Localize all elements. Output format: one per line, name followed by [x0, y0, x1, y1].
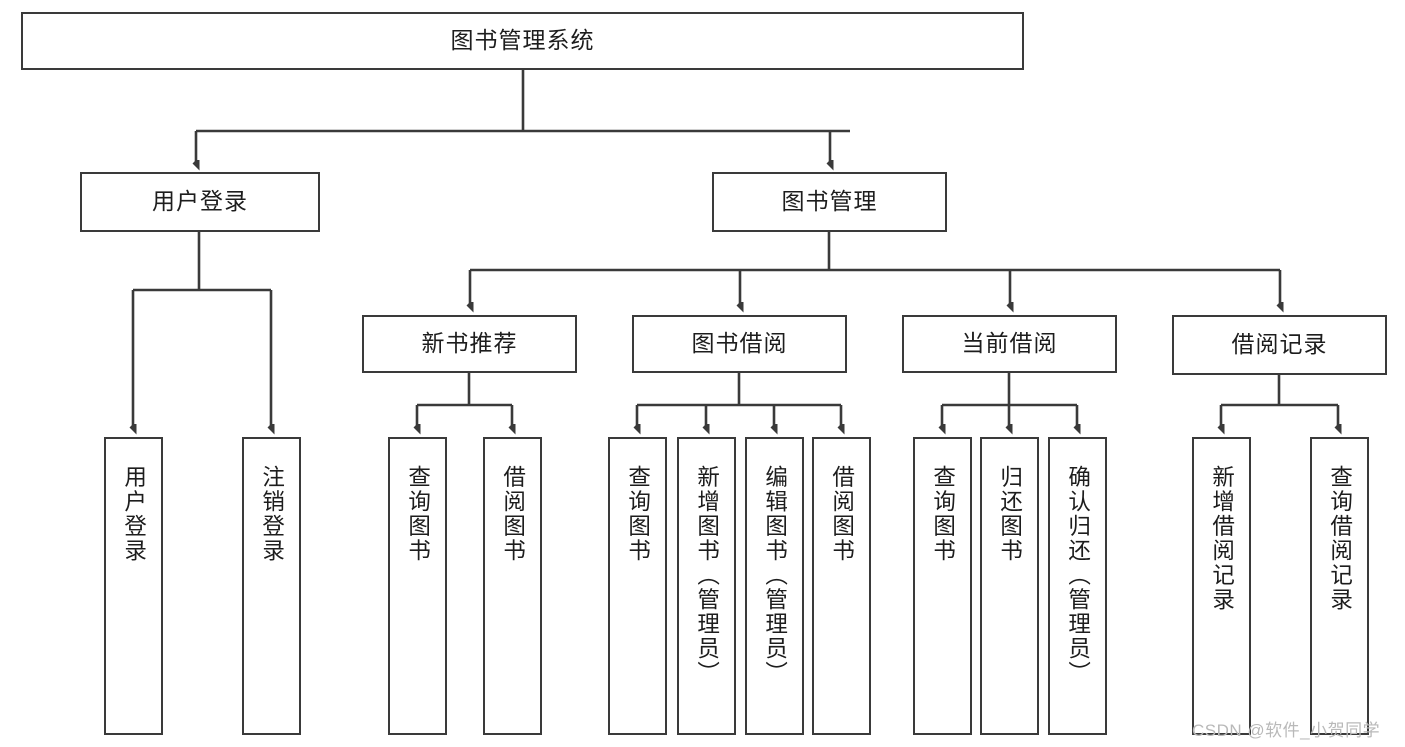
leaf-logout-login[interactable]: 注销登录 [242, 437, 301, 735]
node-label: 新书推荐 [421, 330, 518, 357]
leaf-return-book[interactable]: 归还图书 [980, 437, 1039, 735]
node-label: 用户登录 [152, 188, 248, 215]
node-label: 新增借阅记录 [1209, 465, 1235, 612]
leaf-add-borrow-record[interactable]: 新增借阅记录 [1192, 437, 1251, 735]
node-label: 图书管理系统 [450, 27, 595, 54]
node-user-login[interactable]: 用户登录 [80, 172, 320, 232]
leaf-confirm-return-admin[interactable]: 确认归还（管理员） [1048, 437, 1107, 735]
leaf-add-book-admin[interactable]: 新增图书（管理员） [677, 437, 736, 735]
node-label: 当前借阅 [961, 330, 1058, 357]
node-borrow-record[interactable]: 借阅记录 [1172, 315, 1387, 375]
node-label: 新增图书（管理员） [694, 465, 720, 686]
node-label: 确认归还（管理员） [1065, 465, 1091, 686]
node-label: 借阅图书 [829, 465, 855, 563]
node-book-management[interactable]: 图书管理 [712, 172, 947, 232]
leaf-query-book-recommend[interactable]: 查询图书 [388, 437, 447, 735]
node-label: 借阅记录 [1231, 331, 1328, 358]
node-book-borrow[interactable]: 图书借阅 [632, 315, 847, 373]
node-label: 注销登录 [259, 465, 285, 563]
leaf-user-login[interactable]: 用户登录 [104, 437, 163, 735]
leaf-edit-book-admin[interactable]: 编辑图书（管理员） [745, 437, 804, 735]
node-label: 查询借阅记录 [1327, 465, 1353, 612]
node-label: 用户登录 [121, 465, 147, 563]
leaf-query-book-borrow[interactable]: 查询图书 [608, 437, 667, 735]
leaf-borrow-book[interactable]: 借阅图书 [812, 437, 871, 735]
node-new-book-recommend[interactable]: 新书推荐 [362, 315, 577, 373]
node-label: 图书管理 [781, 188, 878, 215]
leaf-borrow-book-recommend[interactable]: 借阅图书 [483, 437, 542, 735]
node-label: 图书借阅 [691, 330, 788, 357]
watermark: CSDN @软件_小贺同学 [1192, 721, 1381, 740]
node-label: 编辑图书（管理员） [762, 465, 788, 686]
leaf-query-borrow-record[interactable]: 查询借阅记录 [1310, 437, 1369, 735]
node-label: 查询图书 [930, 465, 956, 563]
leaf-query-book-current[interactable]: 查询图书 [913, 437, 972, 735]
node-label: 查询图书 [625, 465, 651, 563]
node-label: 借阅图书 [500, 465, 526, 563]
node-current-borrow[interactable]: 当前借阅 [902, 315, 1117, 373]
node-label: 查询图书 [405, 465, 431, 563]
node-label: 归还图书 [997, 465, 1023, 563]
node-root-book-management-system[interactable]: 图书管理系统 [21, 12, 1024, 70]
